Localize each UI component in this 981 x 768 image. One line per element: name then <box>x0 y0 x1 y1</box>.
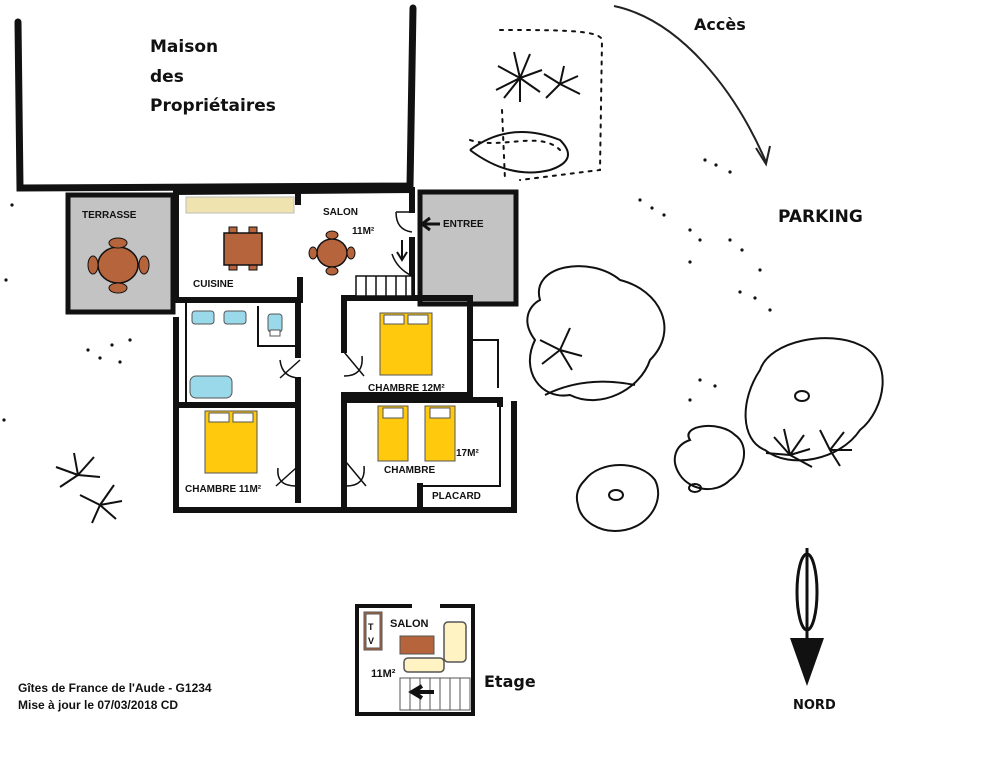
sink-icon <box>223 310 247 325</box>
shrub-west <box>55 452 123 524</box>
terrace-chair <box>108 237 128 249</box>
bathtub-icon <box>189 375 233 399</box>
bedroom-17-label: CHAMBRE <box>384 465 435 476</box>
stairs <box>355 240 413 297</box>
gite-walls <box>172 186 517 513</box>
tv-label-v: V <box>368 636 374 646</box>
owners-house-label-1: Maison <box>150 37 218 57</box>
north-label: NORD <box>793 698 836 713</box>
bedroom-11-label: CHAMBRE 11M² <box>185 484 262 495</box>
closet-label: PLACARD <box>432 491 481 502</box>
salon-area: 11M² <box>352 226 375 237</box>
sofa-icon <box>443 621 467 663</box>
bedroom-12: CHAMBRE 12M² <box>368 312 445 394</box>
footer-line-2: Mise à jour le 07/03/2018 CD <box>18 698 178 712</box>
salon-table <box>308 230 356 276</box>
access-label: Accès <box>694 15 746 34</box>
bedroom-12-label: CHAMBRE 12M² <box>368 383 445 394</box>
entrance-label: ENTREE <box>443 219 484 230</box>
gravel-dots <box>2 158 772 422</box>
gite-partitions <box>185 300 501 487</box>
owners-house-walls <box>14 4 417 192</box>
salon-label: SALON <box>323 207 358 218</box>
entrance-arrow-icon <box>419 216 440 232</box>
upper-salon-label: SALON <box>390 618 429 630</box>
terrace-label: TERRASSE <box>82 210 137 221</box>
kitchen-label: CUISINE <box>193 279 234 290</box>
armchair-icon <box>403 657 445 673</box>
tv-icon <box>365 613 381 649</box>
bathroom <box>189 310 283 399</box>
access-arrow: Accès <box>613 5 771 167</box>
shrub-top <box>469 51 581 174</box>
shrub-bottom-left <box>575 424 745 532</box>
terrace-chair <box>138 255 150 275</box>
upper-floor: T V SALON 11M² Etage <box>355 603 536 716</box>
sink-icon <box>191 310 215 325</box>
shrub-right <box>526 265 666 401</box>
footer-line-1: Gîtes de France de l'Aude - G1234 <box>18 681 212 695</box>
door-swings <box>275 211 413 487</box>
shrub-far-right <box>744 337 884 468</box>
coffee-table <box>399 635 435 655</box>
north-arrow-icon: NORD <box>790 548 836 713</box>
upper-floor-label: Etage <box>484 672 536 691</box>
bedroom-17: CHAMBRE 17M² PLACARD <box>377 405 481 502</box>
bedroom-17-area: 17M² <box>456 448 479 459</box>
owners-house-label-2: des <box>150 67 184 87</box>
kitchen-counter <box>185 196 295 214</box>
dining-table <box>223 226 263 271</box>
terrace-table <box>97 246 139 284</box>
owners-house: Maison des Propriétaires <box>14 4 417 192</box>
owners-house-label-3: Propriétaires <box>150 96 276 116</box>
terrace-chair <box>108 282 128 294</box>
garden <box>469 29 604 181</box>
terrace: TERRASSE <box>65 192 176 315</box>
tv-label-t: T <box>368 622 374 632</box>
toilet-icon <box>267 313 283 333</box>
upper-area: 11M² <box>371 668 396 680</box>
bedroom-11: CHAMBRE 11M² <box>185 410 262 495</box>
terrace-chair <box>87 255 99 275</box>
stairs-arrow-icon <box>408 684 434 700</box>
parking-label: PARKING <box>778 207 863 227</box>
entrance-porch <box>417 189 519 307</box>
